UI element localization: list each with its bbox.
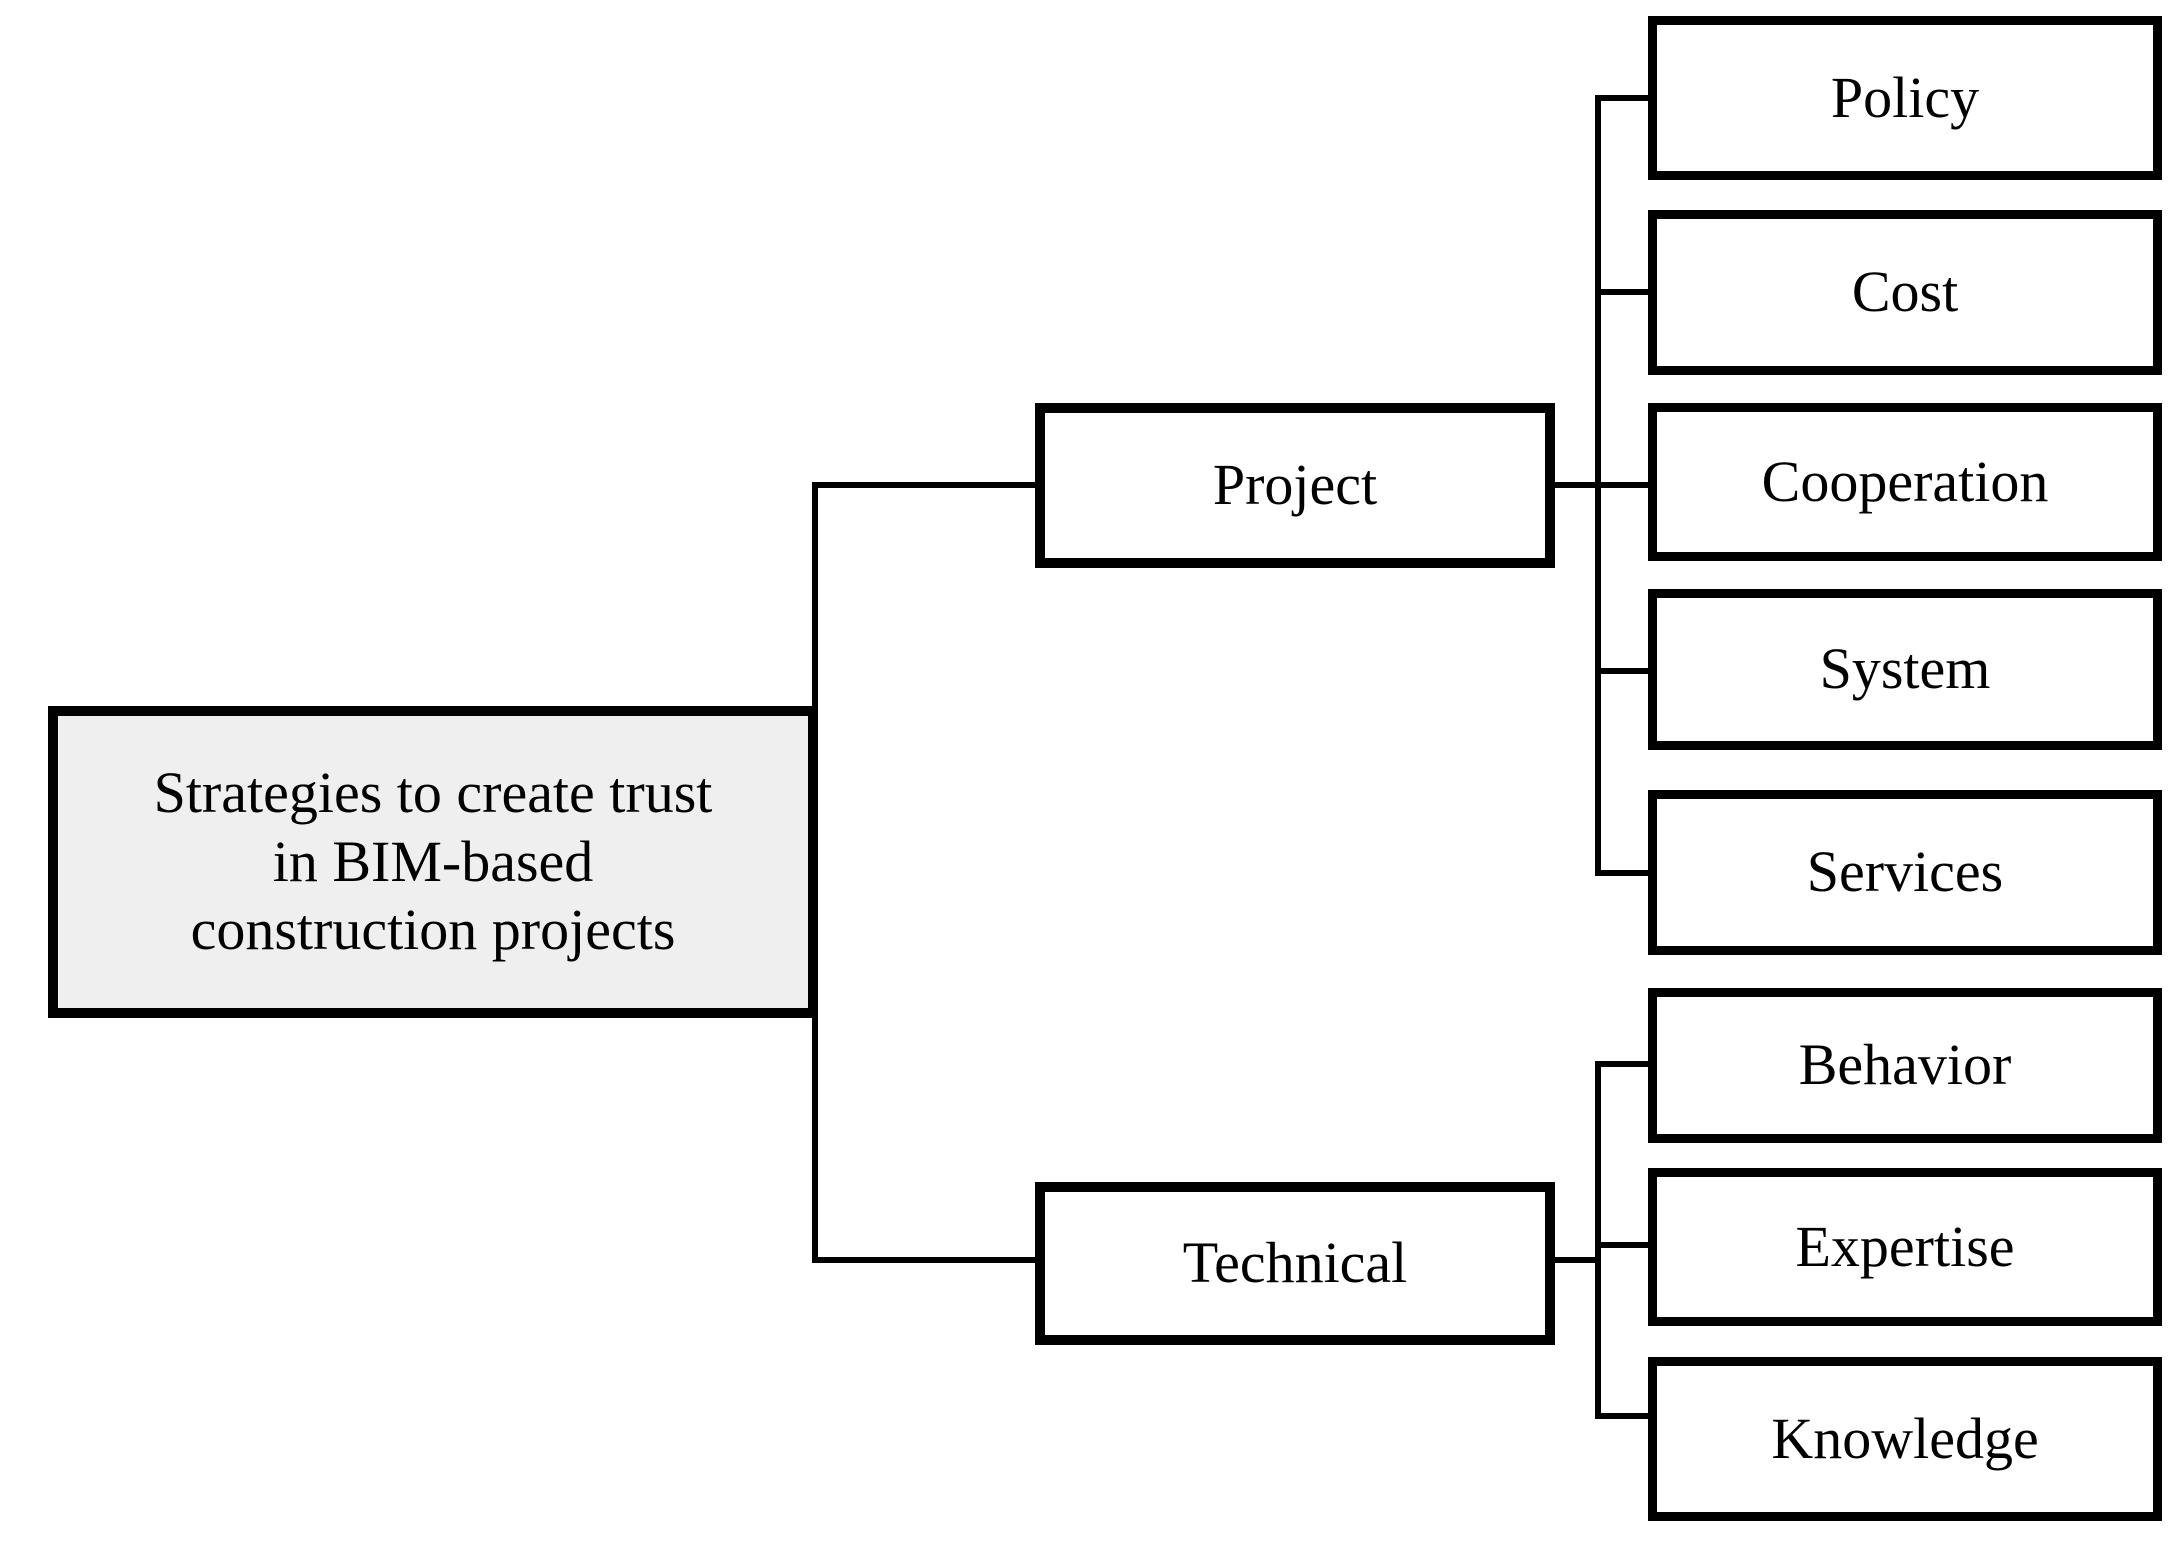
connector-technical-to-behavior — [1595, 1061, 1653, 1067]
node-expertise[interactable]: Expertise — [1648, 1168, 2162, 1326]
node-knowledge-label: Knowledge — [1771, 1405, 2039, 1471]
node-expertise-label: Expertise — [1795, 1213, 2015, 1279]
node-services[interactable]: Services — [1648, 790, 2162, 955]
node-technical-label: Technical — [1182, 1230, 1408, 1296]
connector-root-to-technical — [812, 1257, 1040, 1263]
node-root[interactable]: Strategies to create trust in BIM-based … — [48, 706, 818, 1018]
connector-project-stub — [1550, 482, 1601, 488]
node-services-label: Services — [1806, 839, 2004, 905]
connector-project-to-policy — [1595, 95, 1653, 101]
node-project-label: Project — [1212, 452, 1378, 518]
node-cost[interactable]: Cost — [1648, 210, 2162, 375]
node-technical[interactable]: Technical — [1035, 1182, 1555, 1345]
node-behavior-label: Behavior — [1798, 1032, 2012, 1098]
node-policy[interactable]: Policy — [1648, 16, 2162, 180]
connector-project-to-cost — [1595, 289, 1653, 295]
connector-technical-to-expertise — [1595, 1242, 1653, 1248]
connector-technical-to-knowledge — [1595, 1413, 1653, 1419]
node-policy-label: Policy — [1830, 64, 1980, 130]
connector-root-to-project — [812, 482, 1040, 488]
node-cost-label: Cost — [1851, 259, 1959, 325]
node-project[interactable]: Project — [1035, 403, 1555, 568]
node-cooperation-label: Cooperation — [1761, 448, 2049, 514]
node-knowledge[interactable]: Knowledge — [1648, 1357, 2162, 1521]
connector-project-to-cooperation — [1595, 482, 1653, 488]
connector-project-to-services — [1595, 870, 1653, 876]
node-cooperation[interactable]: Cooperation — [1648, 403, 2162, 561]
connector-technical-stub — [1550, 1257, 1601, 1263]
node-system-label: System — [1819, 636, 1991, 702]
node-root-label: Strategies to create trust in BIM-based … — [153, 760, 713, 963]
connector-technical-children-trunk — [1595, 1061, 1601, 1416]
node-system[interactable]: System — [1648, 589, 2162, 750]
connector-project-to-system — [1595, 668, 1653, 674]
node-behavior[interactable]: Behavior — [1648, 988, 2162, 1143]
